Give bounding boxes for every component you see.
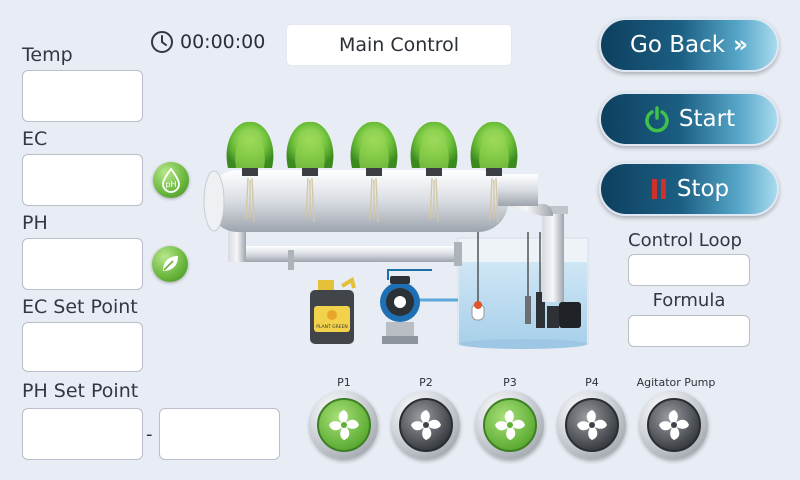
ec-set-point-label: EC Set Point: [22, 296, 138, 318]
fan-icon: [659, 410, 689, 440]
ph-set-point-label: PH Set Point: [22, 380, 139, 402]
lettuce-plants: [226, 121, 518, 176]
svg-text:pH: pH: [165, 180, 176, 189]
pump-p1-button[interactable]: [310, 391, 378, 459]
timer-value: 00:00:00: [180, 31, 266, 53]
pump-p1-indicator: [317, 398, 371, 452]
leaf-button[interactable]: [152, 246, 188, 282]
pump-p2-indicator: [399, 398, 453, 452]
go-back-button[interactable]: Go Back »: [599, 18, 779, 72]
agitator-pump-indicator: [647, 398, 701, 452]
pump-p3-label: P3: [503, 376, 517, 389]
dosing-pump: [380, 269, 458, 344]
agitator-pump-button[interactable]: [640, 391, 708, 459]
page-title: Main Control: [287, 25, 511, 65]
pump-p1-label: P1: [337, 376, 351, 389]
formula-field[interactable]: [628, 315, 750, 347]
leaf-icon: [163, 256, 178, 271]
stop-button[interactable]: Stop: [599, 162, 779, 216]
ec-field[interactable]: [22, 154, 143, 206]
ph-drop-button[interactable]: pH: [153, 162, 189, 198]
double-chevron-icon: »: [733, 32, 748, 58]
ph-set-point-min-field[interactable]: [22, 408, 143, 460]
hydroponic-diagram: PLANT GREEN: [203, 121, 589, 349]
start-button[interactable]: Start: [599, 92, 779, 146]
formula-label: Formula: [652, 290, 726, 311]
fan-icon: [577, 410, 607, 440]
pump-p3-indicator: [483, 398, 537, 452]
stop-label: Stop: [676, 176, 730, 202]
sensor-probes: [471, 232, 581, 328]
grow-tube: [203, 170, 538, 232]
start-label: Start: [678, 106, 736, 132]
ec-label: EC: [22, 128, 48, 150]
go-back-label: Go Back: [630, 32, 726, 58]
temp-label: Temp: [22, 44, 73, 66]
control-loop-label: Control Loop: [628, 230, 742, 251]
fan-icon: [411, 410, 441, 440]
pump-p4-button[interactable]: [558, 391, 626, 459]
temp-field[interactable]: [22, 70, 143, 122]
ec-set-point-field[interactable]: [22, 322, 143, 372]
pump-p2-button[interactable]: [392, 391, 460, 459]
fan-icon: [329, 410, 359, 440]
clock-icon: [151, 31, 173, 53]
pump-p4-label: P4: [585, 376, 599, 389]
pump-p2-label: P2: [419, 376, 433, 389]
ph-set-point-max-field[interactable]: [159, 408, 280, 460]
bottle-label: PLANT GREEN: [316, 324, 348, 330]
page-title-text: Main Control: [338, 34, 460, 56]
pump-p3-button[interactable]: [476, 391, 544, 459]
control-loop-field[interactable]: [628, 254, 750, 286]
pause-icon: [651, 179, 666, 199]
fertilizer-bottle: PLANT GREEN: [310, 276, 356, 344]
timer: 00:00:00: [150, 30, 265, 54]
ph-label: PH: [22, 212, 48, 234]
pump-p4-indicator: [565, 398, 619, 452]
ph-drop-icon: pH: [162, 167, 180, 193]
fan-icon: [495, 410, 525, 440]
range-separator: -: [146, 424, 153, 445]
power-icon: [645, 106, 669, 133]
agitator-pump-label: Agitator Pump: [636, 376, 716, 389]
ph-field[interactable]: [22, 238, 143, 290]
